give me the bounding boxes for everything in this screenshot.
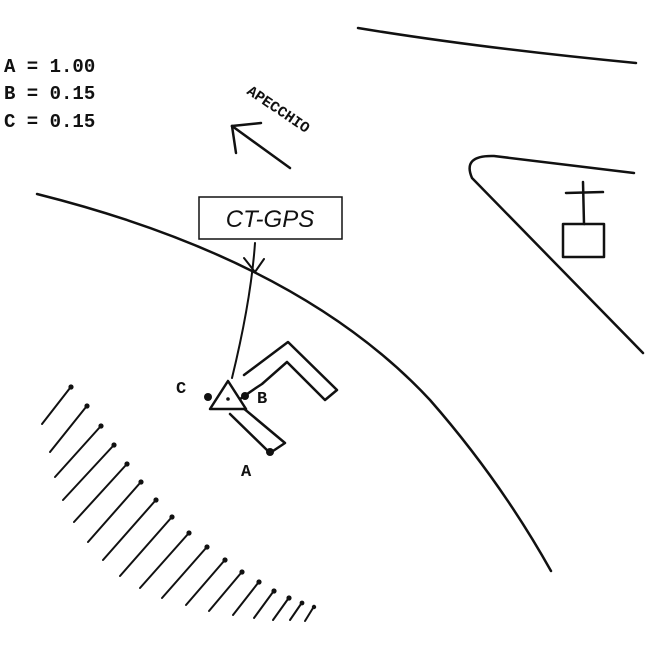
road-main-curve <box>35 192 553 573</box>
point-c-marker <box>204 393 212 401</box>
road-curve-right <box>468 154 645 355</box>
slope-hatching <box>41 384 317 622</box>
road-edge-top <box>356 26 638 65</box>
point-b-label: B <box>257 390 267 409</box>
point-a-marker <box>266 448 274 456</box>
point-a-label: A <box>241 463 252 482</box>
point-c-label: C <box>176 380 186 399</box>
legend-row-c: C = 0.15 <box>4 111 95 133</box>
station-label-box: CT-GPS <box>198 196 343 240</box>
point-b-marker <box>241 392 249 400</box>
legend: A = 1.00 B = 0.15 C = 0.15 <box>4 56 95 133</box>
legend-row-a: A = 1.00 <box>4 56 95 78</box>
station-triangle-icon <box>208 379 248 411</box>
church-cross-icon <box>561 180 606 259</box>
station-label: CT-GPS <box>226 206 314 233</box>
direction-label: APECCHIO <box>243 83 312 137</box>
legend-row-b: B = 0.15 <box>4 83 95 105</box>
station-pointer <box>231 242 265 379</box>
direction-arrow-icon <box>230 121 292 170</box>
